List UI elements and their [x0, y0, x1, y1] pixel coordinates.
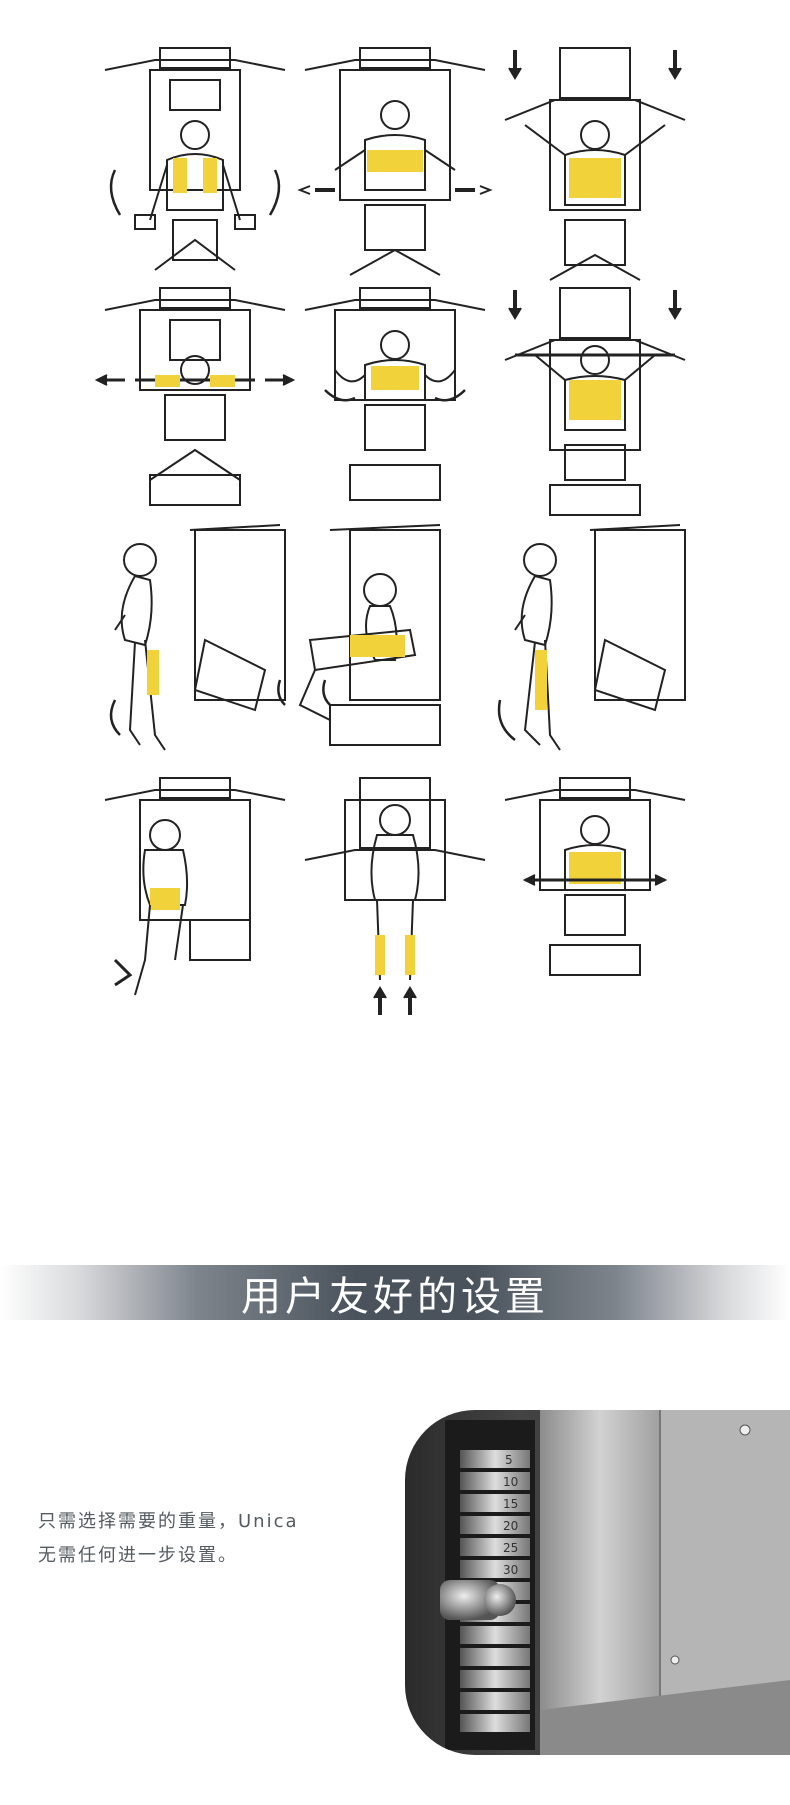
exercise-illustration-seated-leg-extension [270, 520, 470, 770]
section-banner: 用户友好的设置 [0, 1265, 790, 1320]
exercise-illustration-overhead-press [495, 280, 695, 530]
exercise-illustration-pec-fly [295, 280, 495, 530]
description-line-2: 无需任何进一步设置。 [38, 1545, 238, 1566]
weight-label: 30 [503, 1563, 518, 1577]
selector-pin [440, 1580, 516, 1620]
exercise-illustration-glute-kickback [95, 770, 295, 1020]
exercise-illustration-standing-hip-flexion [495, 520, 695, 770]
weight-label: 10 [503, 1475, 518, 1489]
section-title: 用户友好的设置 [241, 1273, 549, 1320]
description-line-1: 只需选择需要的重量，Unica [38, 1511, 299, 1532]
exercise-illustration-standing-leg-curl [95, 520, 295, 770]
weight-label: 20 [503, 1519, 518, 1533]
exercise-illustration-seated-row [495, 770, 695, 1020]
weight-stack-photo: 5 10 15 20 25 30 [405, 1410, 790, 1755]
exercise-illustration-lateral-raise [95, 280, 295, 530]
weight-label: 5 [505, 1453, 513, 1467]
weight-label: 15 [503, 1497, 518, 1511]
exercise-illustration-calf-raise [295, 770, 495, 1020]
exercise-illustration-grid [95, 40, 695, 1020]
weight-label: 25 [503, 1541, 518, 1555]
exercise-illustration-chest-press [295, 40, 495, 290]
exercise-illustration-lat-pulldown-front [95, 40, 295, 290]
exercise-illustration-shoulder-press [495, 40, 695, 290]
description-text: 只需选择需要的重量，Unica 无需任何进一步设置。 [38, 1505, 358, 1573]
